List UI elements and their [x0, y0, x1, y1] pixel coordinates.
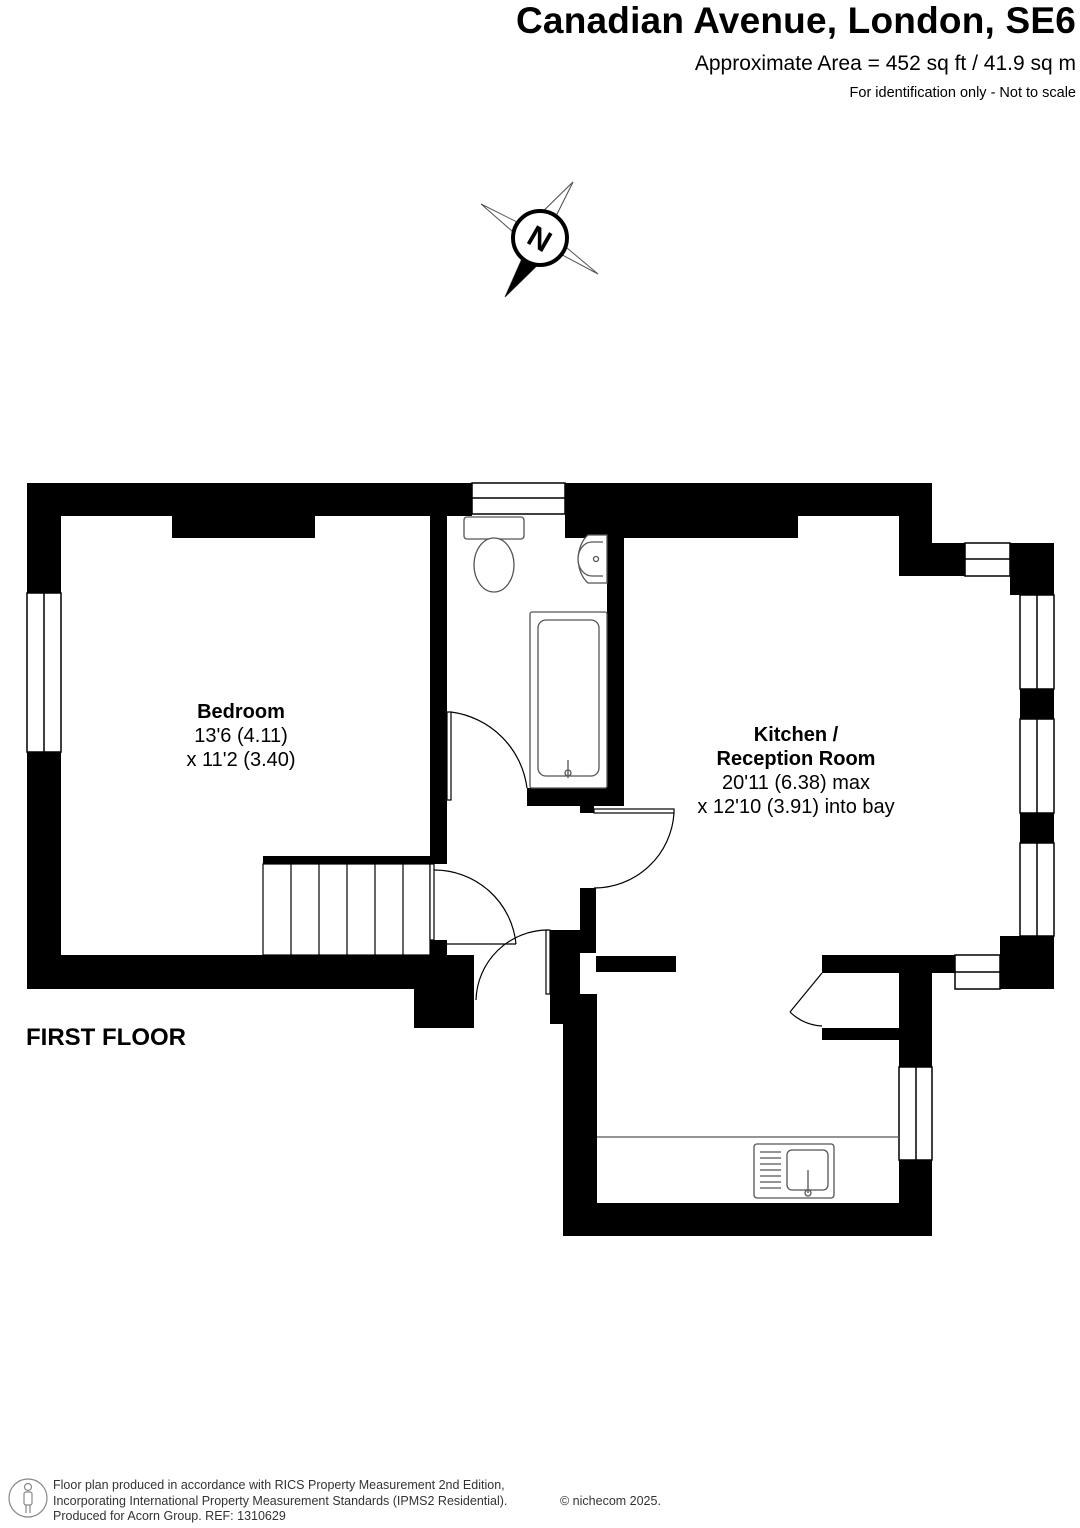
room-name-kitchen-1: Kitchen / — [753, 724, 839, 746]
bathroom-fixtures — [463, 516, 608, 789]
room-dim-kitchen-2: x 12'10 (3.91) into bay — [697, 796, 895, 818]
room-label-kitchen: Kitchen / Reception Room 20'11 (6.38) ma… — [697, 723, 894, 819]
room-dim-kitchen-1: 20'11 (6.38) max — [722, 772, 870, 794]
window-bedroom — [26, 592, 62, 753]
windows — [26, 482, 1055, 1161]
property-title: Canadian Avenue, London, SE6 — [516, 0, 1076, 41]
toilet-icon — [463, 516, 525, 593]
disclaimer: For identification only - Not to scale — [849, 85, 1076, 101]
footer-line-2: Incorporating International Property Mea… — [53, 1493, 508, 1508]
room-name-kitchen-2: Reception Room — [716, 748, 876, 770]
room-label-bedroom: Bedroom 13'6 (4.11) x 11'2 (3.40) — [186, 700, 295, 772]
stairs — [262, 863, 431, 956]
walls — [27, 483, 1054, 1236]
room-name-bedroom: Bedroom — [197, 701, 285, 723]
door-cupboard — [789, 972, 823, 1027]
approximate-area: Approximate Area = 452 sq ft / 41.9 sq m — [694, 52, 1076, 75]
doors — [429, 711, 823, 1027]
window-bay-right-2 — [1019, 718, 1055, 814]
compass-icon: N — [480, 181, 599, 298]
footer-credit: © nichecom 2025. — [560, 1494, 661, 1508]
door-bedroom — [429, 863, 517, 945]
door-entrance — [475, 929, 551, 1001]
door-kitchen — [593, 808, 675, 889]
floor-label: FIRST FLOOR — [26, 1024, 186, 1051]
window-bathroom — [471, 482, 566, 515]
window-bay-right-3 — [1019, 842, 1055, 937]
window-bay-top — [964, 542, 1011, 577]
room-dim-bedroom-1: 13'6 (4.11) — [194, 725, 288, 747]
bath-icon — [529, 611, 608, 789]
sink-icon — [753, 1143, 835, 1199]
basin-icon — [577, 534, 608, 584]
footer-line-1: Floor plan produced in accordance with R… — [53, 1478, 505, 1492]
room-dim-bedroom-2: x 11'2 (3.40) — [186, 749, 296, 771]
window-bay-bottom — [954, 954, 1001, 990]
person-icon — [8, 1478, 48, 1518]
window-kitchen — [898, 1066, 933, 1161]
window-bay-right-1 — [1019, 594, 1055, 690]
door-bathroom — [446, 711, 528, 801]
footer-notes: Floor plan produced in accordance with R… — [53, 1478, 507, 1525]
footer-line-3: Produced for Acorn Group. REF: 1310629 — [53, 1509, 286, 1523]
kitchen-fixtures — [597, 1136, 899, 1199]
